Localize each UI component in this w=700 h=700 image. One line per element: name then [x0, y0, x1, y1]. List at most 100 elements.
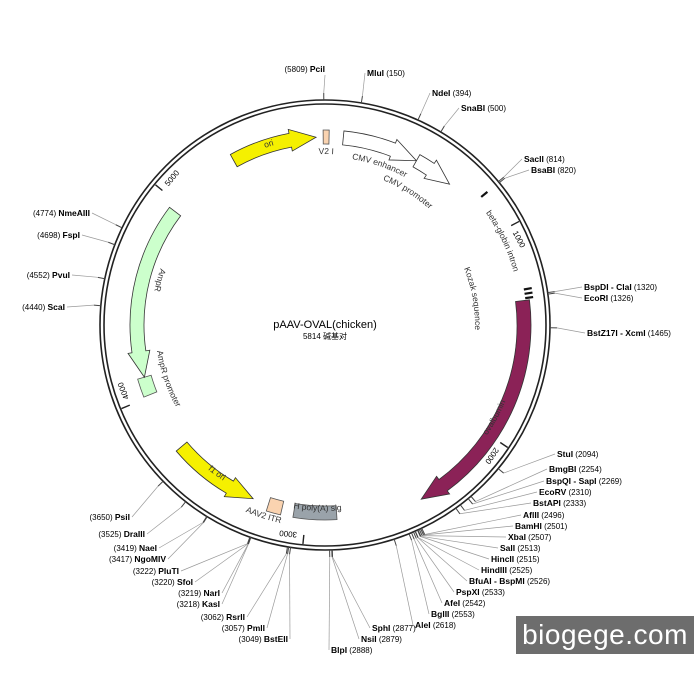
site-label-alei: AleI (2618) — [415, 620, 456, 630]
site-label-snabi: SnaBI (500) — [461, 103, 506, 113]
site-leader-afei — [413, 539, 443, 604]
feature-label-text-ampr: AmpR — [152, 268, 168, 293]
site-leader-aflii — [424, 514, 522, 535]
feature-ori — [229, 128, 318, 168]
feature-label-ampr: AmpR — [152, 268, 168, 293]
site-tick-marks — [93, 93, 557, 557]
site-position-scai: (4440) — [22, 303, 47, 312]
site-name-ecori: EcoRI — [584, 293, 608, 303]
site-position-sfoi: (3220) — [152, 578, 177, 587]
site-mark-alei — [393, 538, 397, 546]
site-position-xbai: (2507) — [526, 533, 552, 542]
site-mark-nmeaiii — [115, 224, 123, 229]
site-position-bamhi: (2501) — [542, 522, 568, 531]
site-label-kasi: (3218) KasI — [177, 599, 220, 609]
site-position-snabi: (500) — [485, 104, 506, 113]
site-name-psii: PsiI — [115, 512, 130, 522]
site-position-bstz17i-xcmi: (1465) — [646, 329, 672, 338]
site-position-bspqi-sapi: (2269) — [597, 477, 623, 486]
site-mark-pspxi — [413, 531, 417, 539]
site-label-sali: SalI (2513) — [500, 543, 541, 553]
site-leader-bfuai-bspmi — [417, 537, 468, 582]
site-position-blpi: (2888) — [347, 646, 373, 655]
site-mark-hincii — [417, 529, 421, 537]
site-leader-scai — [66, 304, 94, 308]
scale-tick-4000 — [121, 404, 131, 410]
feature-aav2-itr-2 — [265, 497, 285, 516]
feature-kozak-boundary-1 — [525, 295, 534, 300]
site-leader-bamhi — [423, 525, 514, 536]
site-leader-bglii — [411, 540, 430, 615]
site-name-stui: StuI — [557, 449, 573, 459]
site-name-bamhi: BamHI — [515, 521, 542, 531]
site-name-ndei: NdeI — [432, 88, 450, 98]
site-leader-bstapi — [459, 502, 532, 515]
site-leader-ndei — [420, 92, 431, 114]
feature-cmv-enhancer — [342, 130, 418, 162]
feature-label-text-aav2-itr-1: AAV2 ITR — [0, 0, 334, 156]
site-leader-nsii — [331, 556, 360, 640]
site-label-psii: (3650) PsiI — [90, 512, 130, 522]
site-position-bmgbi: (2254) — [576, 465, 602, 474]
site-position-ndei: (394) — [450, 89, 471, 98]
site-mark-bspdi-clai — [547, 291, 555, 294]
site-leader-fspi — [81, 234, 109, 243]
site-mark-bspqi-sapi — [467, 498, 473, 505]
site-label-naei: (3419) NaeI — [114, 543, 157, 553]
scale-tick-2000 — [499, 441, 509, 449]
site-leader-rsrii — [246, 553, 287, 618]
site-name-afei: AfeI — [444, 598, 460, 608]
site-mark-psii — [157, 480, 164, 487]
site-leader-hincii — [420, 536, 490, 560]
site-name-nsii: NsiI — [361, 634, 377, 644]
site-mark-pvui — [97, 276, 105, 280]
site-label-bfuai-bspmi: BfuAI - BspMI (2526) — [469, 576, 550, 586]
site-label-bsteii: (3049) BstEII — [239, 634, 288, 644]
site-leader-bstz17i-xcmi — [556, 327, 586, 334]
feature-cmv-promoter — [412, 154, 451, 185]
site-position-pmli: (3057) — [222, 624, 247, 633]
site-mark-draiii — [180, 501, 187, 508]
site-name-sfoi: SfoI — [177, 577, 193, 587]
backbone-outer-ring — [99, 99, 551, 551]
site-position-hincii: (2515) — [514, 555, 540, 564]
feature-aav2-itr-1 — [322, 129, 330, 145]
site-position-nmeaiii: (4774) — [33, 209, 58, 218]
site-position-bsteii: (3049) — [239, 635, 264, 644]
site-leader-sacii — [503, 158, 523, 178]
site-mark-stui — [497, 468, 504, 474]
site-mark-bfuai-bspmi — [414, 530, 419, 538]
site-position-pluti: (3222) — [133, 567, 158, 576]
site-label-bsabi: BsaBI (820) — [531, 165, 576, 175]
site-mark-afei — [411, 532, 415, 540]
site-position-bstapi: (2333) — [561, 499, 587, 508]
site-leader-pluti — [180, 543, 248, 572]
scale-tick-label-3000: 3000 — [278, 528, 297, 539]
watermark-logo: biogege.com — [516, 616, 694, 654]
site-position-bglii: (2553) — [449, 610, 475, 619]
site-position-aflii: (2496) — [539, 511, 565, 520]
site-position-draiii: (3525) — [98, 530, 123, 539]
site-name-hincii: HincII — [491, 554, 514, 564]
site-mark-ecorv — [459, 504, 465, 511]
feature-beta-globin-intron-boundary-1 — [523, 287, 532, 291]
site-name-bsteii: BstEII — [264, 634, 288, 644]
site-mark-fspi — [108, 241, 115, 246]
site-position-pvui: (4552) — [27, 271, 52, 280]
site-label-ngomiv: (3417) NgoMIV — [109, 554, 166, 564]
site-position-hindiii: (2525) — [507, 566, 533, 575]
feature-beta-globin-intron-boundary-0 — [480, 190, 489, 198]
feature-kozak-boundary-0 — [524, 291, 533, 295]
site-name-naei: NaeI — [139, 543, 157, 553]
feature-label-text-ampr-promoter: AmpR promoter — [155, 350, 183, 409]
site-leader-alei — [395, 545, 414, 626]
site-label-hincii: HincII (2515) — [491, 554, 540, 564]
site-position-ecorv: (2310) — [566, 488, 592, 497]
site-label-rsrii: (3062) RsrII — [201, 612, 245, 622]
feature-f1-ori — [175, 441, 255, 500]
site-name-kasi: KasI — [202, 599, 220, 609]
site-name-xbai: XbaI — [508, 532, 526, 542]
